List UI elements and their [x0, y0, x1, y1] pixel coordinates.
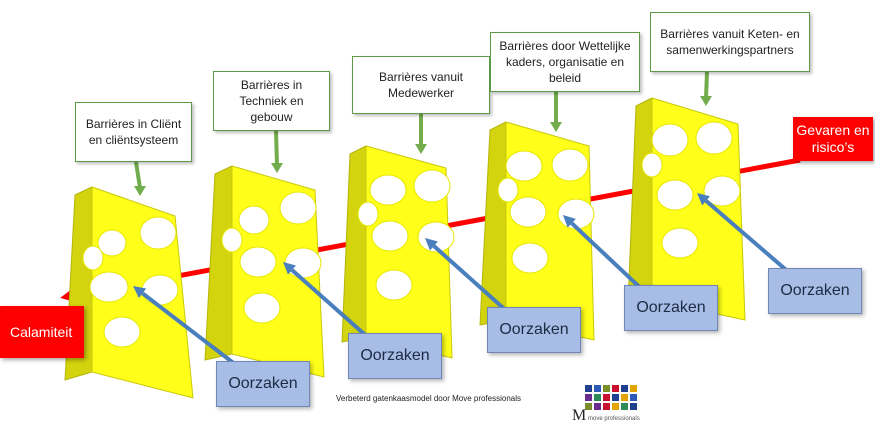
cheese-hole	[97, 229, 127, 257]
cheese-hole	[357, 201, 379, 227]
calamity-box: Calamiteit	[0, 306, 84, 358]
barrier-pointer-arrow	[704, 71, 709, 99]
cheese-hole	[417, 221, 455, 253]
barrier-pointer-arrowhead	[700, 96, 712, 106]
logo-mosaic-icon	[585, 385, 637, 410]
cheese-hole	[221, 227, 243, 253]
cheese-hole	[661, 227, 699, 259]
barrier-label-client: Barrières in Cliënt en cliëntsysteem	[75, 102, 192, 162]
barrier-pointer-arrow	[274, 130, 279, 166]
cause-arrowhead	[697, 193, 711, 206]
cheese-hole	[509, 196, 547, 228]
logo-tile	[630, 385, 637, 392]
logo-tile	[621, 385, 628, 392]
cause-arrow	[432, 244, 513, 317]
cheese-hole	[141, 274, 179, 306]
cause-box-5: Oorzaken	[768, 268, 862, 314]
cheese-hole	[238, 205, 270, 235]
barrier-pointer-arrow	[134, 161, 142, 189]
cheese-slice-1	[64, 186, 194, 399]
logo-tile	[594, 385, 601, 392]
cause-arrowhead	[563, 215, 576, 228]
move-professionals-logo: M move professionals	[570, 385, 650, 424]
cause-arrowhead	[283, 262, 296, 275]
barrier-label-legal: Barrières door Wettelijke kaders, organi…	[490, 32, 640, 92]
cheese-hole	[375, 269, 413, 301]
barrier-pointer-arrowhead	[271, 163, 283, 173]
cheese-hole	[651, 123, 689, 157]
logo-letter: M	[572, 407, 587, 424]
cheese-slice-2	[204, 165, 325, 378]
cheese-slice-3	[341, 145, 455, 359]
barrier-pointer-arrowhead	[134, 186, 146, 196]
logo-tile	[585, 403, 592, 410]
logo-tile	[621, 403, 628, 410]
logo-tile	[612, 394, 619, 401]
barrier-pointer-arrowhead	[550, 122, 562, 132]
logo-tile	[585, 394, 592, 401]
logo-tile	[603, 403, 610, 410]
cheese-slice-5	[627, 97, 746, 321]
barrier-label-technique: Barrières in Techniek en gebouw	[213, 71, 330, 131]
logo-tile	[594, 394, 601, 401]
cheese-hole	[369, 174, 407, 206]
logo-tile	[612, 385, 619, 392]
cause-box-3: Oorzaken	[487, 307, 581, 353]
cheese-side	[204, 165, 233, 361]
cheese-hole	[371, 220, 409, 252]
diagram-caption: Verbeterd gatenkaasmodel door Move profe…	[336, 394, 521, 403]
cheese-hole	[103, 316, 141, 348]
logo-tile	[612, 403, 619, 410]
cheese-hole	[413, 169, 451, 203]
cheese-hole	[243, 292, 281, 324]
cause-arrow	[141, 291, 242, 370]
logo-tile	[603, 385, 610, 392]
logo-tile	[630, 394, 637, 401]
logo-tile	[621, 394, 628, 401]
cheese-slice-4	[479, 121, 595, 341]
cheese-hole	[703, 175, 741, 207]
cheese-hole	[279, 191, 317, 225]
cause-arrow	[290, 268, 374, 343]
logo-tile	[630, 403, 637, 410]
cause-arrowhead	[425, 238, 438, 251]
hazards-box: Gevaren en risico’s	[793, 117, 873, 161]
cause-arrow	[704, 199, 794, 277]
cheese-hole	[656, 179, 694, 211]
cheese-hole	[139, 216, 177, 250]
barrier-pointer-arrowhead	[415, 144, 427, 154]
cheese-hole	[505, 150, 543, 182]
cheese-hole	[497, 177, 519, 203]
cheese-hole	[511, 242, 549, 274]
barrier-label-employee: Barrières vanuit Medewerker	[352, 56, 490, 114]
logo-tile	[603, 394, 610, 401]
barrier-label-partners: Barrières vanuit Keten- en samenwerkings…	[650, 12, 810, 72]
cause-box-4: Oorzaken	[624, 285, 718, 331]
cheese-hole	[82, 245, 104, 271]
logo-subtext: move professionals	[588, 416, 640, 422]
cheese-hole	[641, 152, 663, 178]
logo-tile	[585, 385, 592, 392]
cause-arrow	[570, 221, 650, 297]
cheese-hole	[284, 247, 322, 279]
cheese-hole	[695, 121, 733, 155]
cheese-hole	[551, 148, 589, 182]
cheese-hole	[89, 271, 129, 303]
cause-box-1: Oorzaken	[216, 361, 310, 407]
cheese-side	[479, 121, 507, 326]
cheese-side	[627, 97, 653, 306]
logo-tile	[594, 403, 601, 410]
cheese-hole	[239, 246, 277, 278]
cause-arrowhead	[133, 286, 147, 299]
cause-box-2: Oorzaken	[348, 333, 442, 379]
